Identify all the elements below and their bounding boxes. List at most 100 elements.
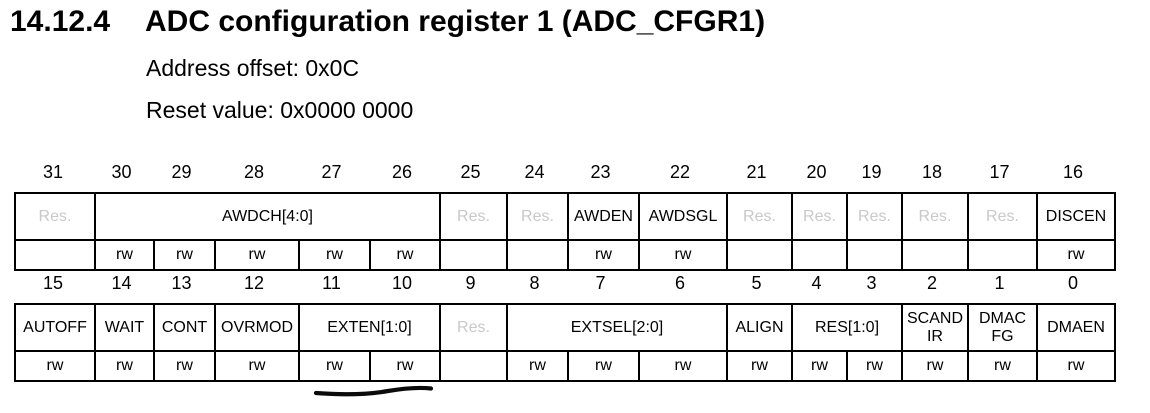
reserved-field-cell: Res. (439, 194, 506, 239)
access-cell: rw (901, 352, 967, 380)
access-cell: rw (153, 241, 214, 269)
access-cell: rw (567, 352, 638, 380)
bit-number: 23 (590, 162, 611, 182)
field-cell: RES[1:0] (791, 305, 901, 350)
reset-value: Reset value: 0x0000 0000 (146, 97, 414, 123)
bit-number: 1 (994, 273, 1005, 293)
bit-number: 24 (524, 162, 545, 182)
access-cell (967, 241, 1036, 269)
access-cell (846, 241, 901, 269)
access-cell: rw (94, 352, 153, 380)
bit-number: 9 (465, 273, 476, 293)
bit-number: 16 (1062, 162, 1084, 182)
access-cell: rw (369, 352, 439, 380)
access-cell: rw (153, 352, 214, 380)
page-title: ADC configuration register 1 (ADC_CFGR1) (145, 5, 766, 38)
access-cell: rw (1036, 241, 1114, 269)
access-cell: rw (638, 352, 726, 380)
reserved-field-cell: Res. (967, 194, 1036, 239)
address-offset: Address offset: 0x0C (146, 55, 360, 81)
field-cell: EXTEN[1:0] (298, 305, 439, 350)
bit-number: 6 (674, 273, 685, 293)
access-cell (439, 241, 506, 269)
bit-number: 5 (751, 273, 762, 293)
access-cell (726, 241, 791, 269)
bit-number: 3 (866, 273, 877, 293)
bit-number: 17 (989, 162, 1010, 182)
access-cell: rw (567, 241, 638, 269)
bit-number: 15 (42, 273, 64, 293)
access-cell (439, 352, 506, 380)
access-cell (506, 241, 567, 269)
bit-number: 14 (111, 273, 132, 293)
access-cell: rw (846, 352, 901, 380)
reserved-field-cell: Res. (439, 305, 506, 350)
field-cell: DMAEN (1036, 305, 1114, 350)
access-cell: rw (791, 352, 846, 380)
section-number: 14.12.4 (10, 5, 111, 38)
reserved-field-cell: Res. (846, 194, 901, 239)
field-cell: AWDSGL (638, 194, 726, 239)
access-cell: rw (1036, 352, 1114, 380)
reserved-field-cell: Res. (791, 194, 846, 239)
bit-number: 10 (391, 273, 413, 293)
bit-number: 29 (171, 162, 192, 182)
field-cell: SCAND IR (901, 305, 967, 350)
access-cell: rw (506, 352, 567, 380)
field-cell: DISCEN (1036, 194, 1114, 239)
bit-number: 28 (243, 162, 265, 182)
access-cell: rw (94, 241, 153, 269)
bit-number: 21 (746, 162, 767, 182)
reserved-field-cell: Res. (506, 194, 567, 239)
field-cell: EXTSEL[2:0] (506, 305, 726, 350)
field-cell: OVRMOD (214, 305, 298, 350)
bit-number: 22 (669, 162, 691, 182)
bit-number: 20 (806, 162, 827, 182)
bit-number: 31 (42, 162, 64, 182)
access-cell: rw (726, 352, 791, 380)
bit-number: 30 (111, 162, 132, 182)
field-cell: ALIGN (726, 305, 791, 350)
bit-number: 2 (926, 273, 937, 293)
bit-number: 25 (460, 162, 481, 182)
reserved-field-cell: Res. (901, 194, 967, 239)
field-cell: AWDEN (567, 194, 638, 239)
access-cell: rw (638, 241, 726, 269)
access-cell: rw (369, 241, 439, 269)
field-cell: WAIT (94, 305, 153, 350)
access-cell: rw (214, 241, 298, 269)
field-cell: AUTOFF (23, 318, 87, 336)
bit-number: 13 (171, 273, 192, 293)
bit-number: 18 (921, 162, 943, 182)
bit-number: 8 (529, 273, 540, 293)
field-cell: CONT (153, 305, 214, 350)
reserved-field-cell: Res. (38, 207, 72, 225)
field-cell: DMAC FG (967, 305, 1036, 350)
access-cell: rw (298, 352, 369, 380)
bit-number: 19 (861, 162, 882, 182)
bit-number: 4 (811, 273, 822, 293)
access-cell: rw (967, 352, 1036, 380)
bit-number: 0 (1067, 273, 1078, 293)
access-cell: rw (46, 357, 64, 374)
bit-number: 11 (322, 273, 341, 293)
bit-number: 27 (321, 162, 342, 182)
bit-numbers-row: 31 30 29 28 27 26 25 24 23 22 21 20 19 18 17 16 (14, 161, 1116, 183)
access-cell: rw (298, 241, 369, 269)
reserved-field-cell: Res. (726, 194, 791, 239)
bit-number: 7 (595, 273, 606, 293)
bit-number: 12 (243, 273, 265, 293)
access-cell: rw (214, 352, 298, 380)
bit-number: 26 (391, 162, 413, 182)
field-cell: AWDCH[4:0] (94, 194, 439, 239)
underline-mark (313, 385, 434, 397)
access-cell (901, 241, 967, 269)
access-cell (791, 241, 846, 269)
